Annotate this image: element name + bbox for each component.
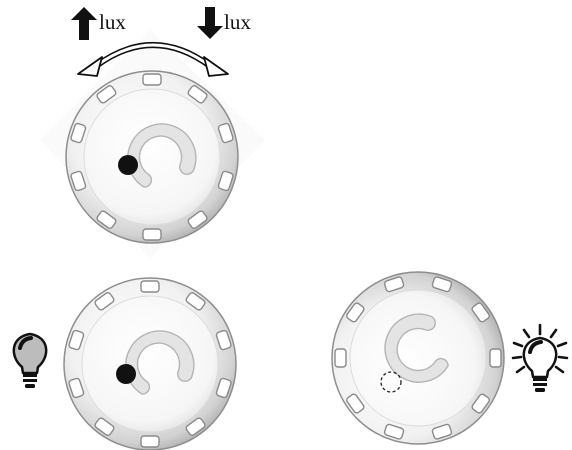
light-bulb-off-icon xyxy=(14,334,46,388)
dial-bottom-left xyxy=(64,278,236,450)
light-bulb-on-icon xyxy=(513,325,567,392)
dial-indicator-filled xyxy=(118,155,138,175)
arrow-down-icon xyxy=(197,7,223,39)
decrease-lux-label: lux xyxy=(224,12,251,33)
dial-top xyxy=(66,71,238,243)
dial-bottom-right xyxy=(332,272,504,444)
dial-indicator-filled xyxy=(116,364,136,384)
arrow-up-icon xyxy=(71,7,97,40)
increase-lux-label: lux xyxy=(99,12,126,33)
